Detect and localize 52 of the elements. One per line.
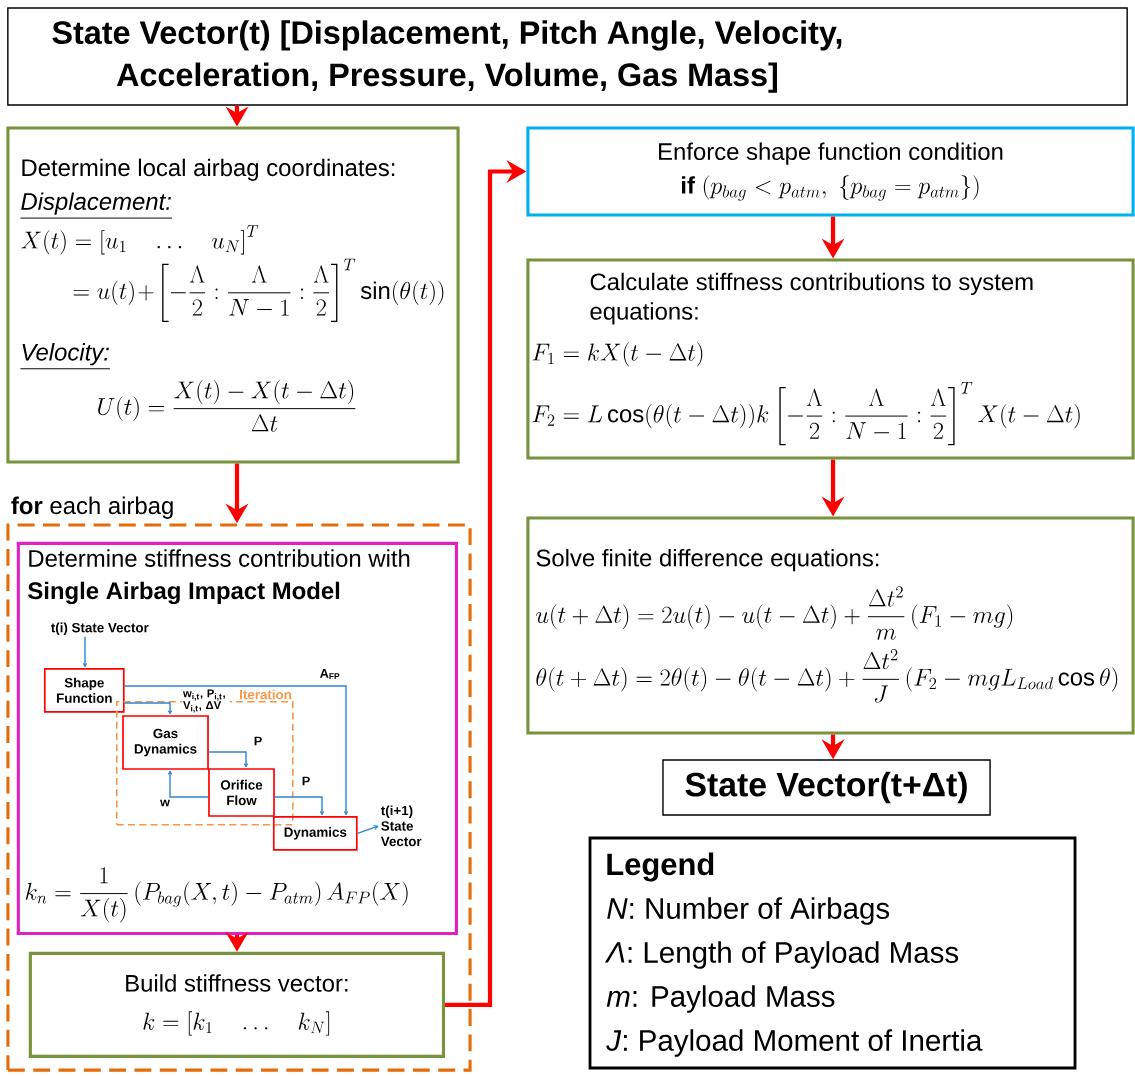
node-label: for each airbag: [11, 496, 173, 519]
title-box: [7, 7, 1128, 106]
process-box: Shape Function: [43, 667, 125, 713]
edge-label: A$_{FP}$: [320, 668, 340, 680]
heading-text: Enforce shape function condition: [659, 142, 1003, 165]
heading-text: Solve finite difference equations:: [536, 548, 879, 572]
section-heading: Displacement:: [19, 192, 173, 219]
formula: $u(t+\Delta t)=2u(t)-u(t-\Delta t)+\frac{\Delta t^2}{m}\left(F_1-mg\right)$: [536, 586, 1013, 640]
input-text: t(i) State Vector: [50, 622, 149, 636]
node-label: Iteration: [240, 689, 292, 700]
formula: $\textbf{if}\;(p_{bag}<p_{atm},\ \{p_{bag}=p_{atm}\})$: [682, 175, 979, 201]
arrow: [82, 636, 88, 668]
arrow: [167, 770, 209, 798]
process-box: [526, 516, 1135, 735]
arrow: [274, 796, 325, 816]
output-text: t(i+1) State Vector: [380, 805, 422, 847]
edge-label: w: [160, 799, 170, 807]
formula: $X(t)=\left[u_1 \quad \dots \quad u_N\right]^T$: [21, 225, 259, 255]
edge-label: P: [254, 736, 262, 746]
process-box: Orifice Flow: [208, 768, 275, 817]
output-box: State Vector(t+Δt): [662, 759, 991, 816]
process-box: Dynamics: [272, 815, 358, 851]
formula: $=u(t)+\left[-\frac{\Lambda}{2}:\frac{\Lambda}{N-1}:\frac{\Lambda}{2}\right]^T\sin(\theta(t))$: [73, 258, 444, 322]
arrow: [356, 825, 379, 834]
legend-entry: J: Payload Moment of Inertia: [606, 1029, 983, 1057]
process-box: [6, 126, 460, 464]
formula: $F_1=kX(t-\Delta t)$: [532, 342, 703, 367]
legend-entry: N: Number of Airbags: [607, 897, 890, 925]
formula: $k_n=\frac{1}{X(t)}\left(P_{bag}(X,t)-P_{atm}\right)A_{FP}(X)$: [25, 867, 408, 923]
arrow: [123, 702, 173, 715]
edge-label: P: [302, 776, 310, 786]
heading-text: Determine stiffness contribution with Single Airbag Impact Model: [28, 549, 410, 605]
formula: $\theta(t+\Delta t)=2\theta(t)-\theta(t-\Delta t)+\frac{\Delta t^2}{J}\left(F_2-mgL_{Load}\cos\theta\right)$: [536, 648, 1118, 703]
legend-title: Legend: [607, 852, 714, 882]
process-box: Gas Dynamics: [122, 715, 209, 770]
section-heading: Velocity:: [19, 343, 111, 370]
arrow: [208, 751, 249, 768]
legend-entry: m: Payload Mass: [606, 985, 835, 1013]
process-box: [16, 541, 458, 935]
process-box: [28, 951, 445, 1058]
formula: $F_2=L\cos(\theta(t-\Delta t))k\left[-\frac{\Lambda}{2}:\frac{\Lambda}{N-1}:\frac{\Lambda}{2}\right]^T X(t-\Delta t)$: [532, 382, 1080, 446]
edge-label: w$_{i,t}$, P$_{i,t}$, V$_{i,t}$, ΔV: [182, 688, 230, 714]
heading-text: Determine local airbag coordinates:: [22, 158, 395, 181]
title-text: State Vector(t) [Displacement, Pitch Angle, Velocity, Acceleration, Pressure, Volume, Gas Mass]: [52, 20, 842, 93]
formula: $k=\left[k_1 \quad \dots \quad k_N\right]$: [143, 1011, 330, 1036]
heading-text: Calculate stiffness contributions to system equations:: [590, 272, 1033, 325]
formula: $U(t)=\frac{X(t)-X(t-\Delta t)}{\Delta t}$: [98, 380, 356, 432]
heading-text: Build stiffness vector:: [126, 974, 348, 992]
legend-entry: Λ: Length of Payload Mass: [604, 941, 959, 969]
condition-box: [526, 126, 1135, 217]
arrow: [123, 685, 349, 816]
process-box: [526, 258, 1135, 460]
